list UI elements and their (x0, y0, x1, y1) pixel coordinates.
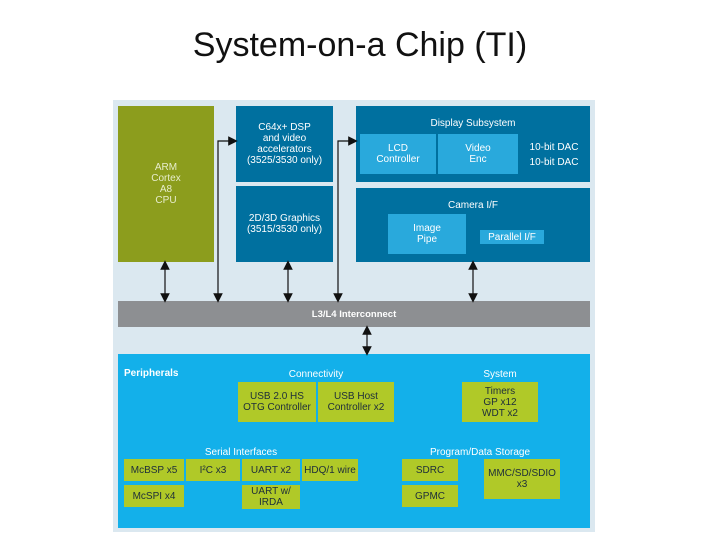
camera-interface-label: Camera I/F (447, 200, 498, 211)
usb-host-controller-block: USB Host Controller x2 (318, 382, 394, 422)
display-to-interconnect-arrow (333, 136, 358, 303)
video-encoder-block: Video Enc (438, 134, 518, 174)
uart-block: UART x2 (242, 459, 300, 481)
arm-cpu-block: ARM Cortex A8 CPU (118, 106, 214, 262)
program-storage-label: Program/Data Storage (429, 447, 531, 458)
uart-irda-block: UART w/ IRDA (242, 485, 300, 509)
mcspi-block: McSPI x4 (124, 485, 184, 507)
parallel-interface-block: Parallel I/F (480, 230, 544, 244)
sdrc-block: SDRC (402, 459, 458, 481)
dac-label-2: 10-bit DAC (529, 157, 579, 168)
mcbsp-block: McBSP x5 (124, 459, 184, 481)
lcd-controller-block: LCD Controller (360, 134, 436, 174)
i2c-block: I²C x3 (186, 459, 240, 481)
dsp-block: C64x+ DSP and video accelerators (3525/3… (236, 106, 333, 182)
interconnect-bus: L3/L4 Interconnect (118, 301, 590, 327)
page-title: System-on-a Chip (TI) (192, 26, 528, 64)
timers-block: Timers GP x12 WDT x2 (462, 382, 538, 422)
dac-label-1: 10-bit DAC (529, 142, 579, 153)
graphics-block: 2D/3D Graphics (3515/3530 only) (236, 186, 333, 262)
gpmc-block: GPMC (402, 485, 458, 507)
connectivity-label: Connectivity (288, 369, 344, 380)
peripherals-label: Peripherals (124, 368, 179, 379)
arm-dsp-arrow (213, 136, 238, 303)
serial-interfaces-label: Serial Interfaces (204, 447, 278, 458)
mmc-sd-sdio-block: MMC/SD/SDIO x3 (484, 459, 560, 499)
system-label: System (483, 369, 517, 380)
hdq-block: HDQ/1 wire (302, 459, 358, 481)
display-subsystem-label: Display Subsystem (430, 118, 516, 129)
usb-otg-controller-block: USB 2.0 HS OTG Controller (238, 382, 316, 422)
image-pipe-block: Image Pipe (388, 214, 466, 254)
